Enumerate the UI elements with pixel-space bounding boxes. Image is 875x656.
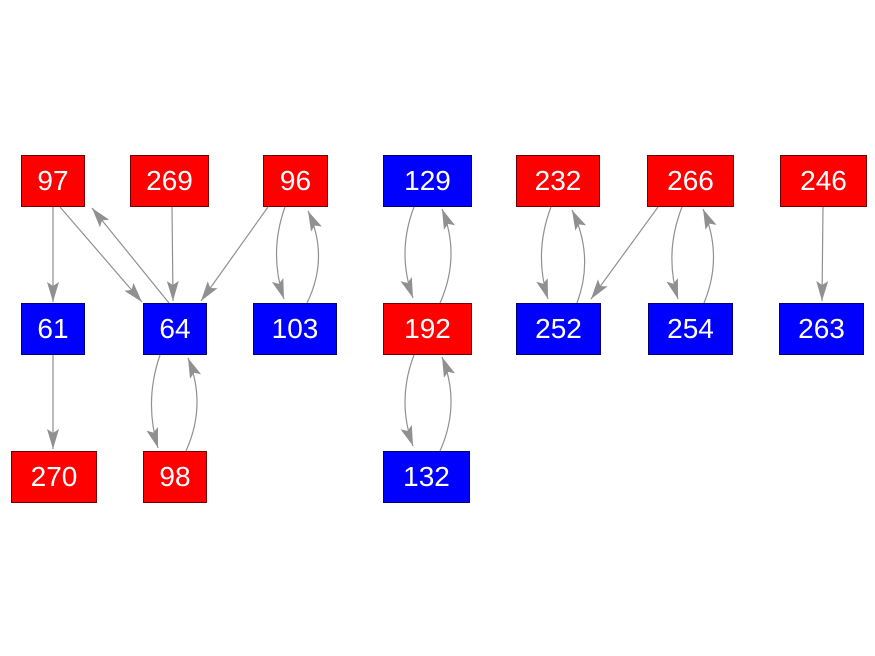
edge-266-254: [666, 206, 683, 300]
edge-266-252: [590, 206, 659, 300]
edge-64-97: [91, 207, 170, 304]
edge-252-232: [571, 209, 587, 304]
edge-96-103: [271, 206, 286, 300]
edge-129-192: [400, 206, 415, 299]
edge-254-266: [702, 208, 717, 304]
edge-246-263: [816, 206, 829, 302]
edge-96-64: [200, 206, 269, 302]
edge-97-64: [59, 206, 143, 303]
edge-192-132: [400, 354, 415, 447]
edge-232-252: [536, 206, 552, 300]
edge-98-64: [185, 357, 202, 452]
edge-192-129: [439, 208, 456, 304]
edge-132-192: [439, 356, 456, 452]
edge-103-96: [306, 210, 322, 304]
edge-64-98: [146, 354, 161, 449]
edge-269-64: [166, 206, 179, 302]
